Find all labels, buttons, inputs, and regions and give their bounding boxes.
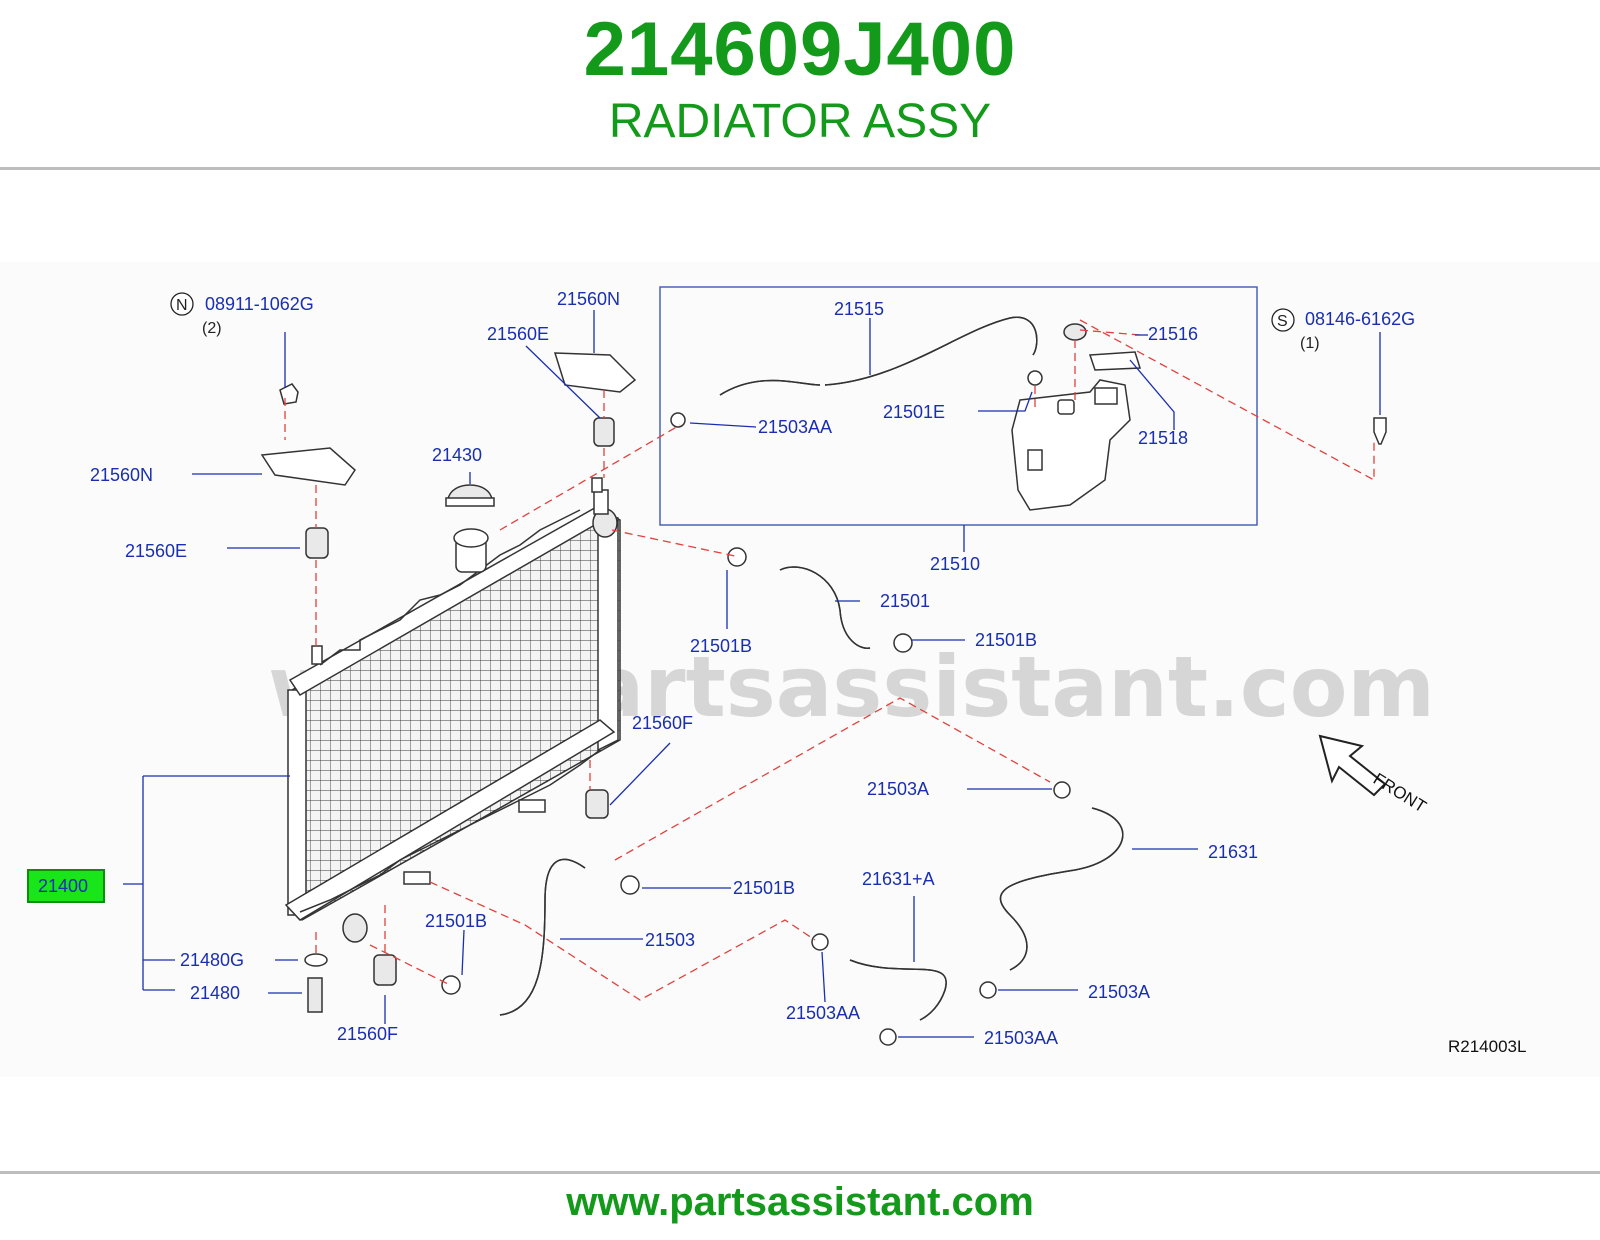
callout-21560E-top[interactable]: 21560E xyxy=(487,324,549,344)
reservoir-tank xyxy=(1011,379,1131,511)
callout-21400-highlighted[interactable]: 21400 xyxy=(38,876,88,896)
callout-21480G[interactable]: 21480G xyxy=(180,950,244,970)
callout-21480[interactable]: 21480 xyxy=(190,983,240,1003)
clamp-21501B-4 xyxy=(441,975,461,995)
callout-21631A[interactable]: 21631+A xyxy=(862,869,935,889)
callout-21516[interactable]: 21516 xyxy=(1148,324,1198,344)
bottom-divider xyxy=(0,1171,1600,1174)
diagram-background xyxy=(0,262,1600,1077)
clamp-21503AA-top xyxy=(670,412,686,428)
callout-21503AA-3[interactable]: 21503AA xyxy=(984,1028,1058,1048)
callout-21503[interactable]: 21503 xyxy=(645,930,695,950)
clamp-21503A-1 xyxy=(1053,781,1071,799)
reservoir-cap xyxy=(1063,323,1087,341)
highlight-21400 xyxy=(27,869,105,903)
callout-21503A-1[interactable]: 21503A xyxy=(867,779,929,799)
callout-21501B-2[interactable]: 21501B xyxy=(975,630,1037,650)
screw-08146 xyxy=(1373,417,1387,445)
nut-circle-marker xyxy=(170,292,194,316)
washer-21480G xyxy=(304,953,328,967)
callout-21501B-3[interactable]: 21501B xyxy=(733,878,795,898)
part-number-title: 214609J400 xyxy=(583,7,1017,92)
overflow-hose-21515 xyxy=(824,316,1038,386)
clamp-21501B-3 xyxy=(620,875,640,895)
header: 214609J400 RADIATOR ASSY xyxy=(0,0,1600,168)
clamp-21503AA-3 xyxy=(879,1028,897,1046)
bushing-21560E-left xyxy=(305,527,329,559)
nut-08911 xyxy=(279,383,299,405)
front-label: FRONT xyxy=(1370,769,1430,816)
bushing-21560F-bottom xyxy=(373,954,397,986)
callout-21631[interactable]: 21631 xyxy=(1208,842,1258,862)
diagram-reference-code: R214003L xyxy=(1448,1037,1526,1056)
hose-21631 xyxy=(999,807,1124,971)
reservoir-group-frame xyxy=(659,286,1258,526)
callout-21501B-1[interactable]: 21501B xyxy=(690,636,752,656)
callout-08146-qty: (1) xyxy=(1300,335,1320,352)
callout-21503AA-2[interactable]: 21503AA xyxy=(786,1003,860,1023)
callout-21560N-top[interactable]: 21560N xyxy=(557,289,620,309)
part-name-subtitle: RADIATOR ASSY xyxy=(608,95,992,148)
reservoir-bracket xyxy=(1088,351,1142,371)
front-direction-arrow: FRONT xyxy=(1318,734,1430,816)
screw-circle-letter: S xyxy=(1277,313,1288,330)
clamp-21501B-2 xyxy=(893,633,913,653)
screw-circle-marker xyxy=(1271,308,1295,332)
callout-21503AA-top[interactable]: 21503AA xyxy=(758,417,832,437)
bracket-21560N-left xyxy=(260,447,356,486)
callout-21501B-4[interactable]: 21501B xyxy=(425,911,487,931)
footer-url[interactable]: www.partsassistant.com xyxy=(566,1180,1034,1224)
top-divider xyxy=(0,167,1600,170)
callout-21430[interactable]: 21430 xyxy=(432,445,482,465)
callout-08911-1062G[interactable]: 08911-1062G xyxy=(205,294,314,314)
callout-21503A-2[interactable]: 21503A xyxy=(1088,982,1150,1002)
bushing-21560F-mid xyxy=(585,789,609,819)
callout-08146-6162G[interactable]: 08146-6162G xyxy=(1305,309,1415,329)
radiator-assembly xyxy=(284,477,621,943)
callout-21560E-left[interactable]: 21560E xyxy=(125,541,187,561)
callout-21510[interactable]: 21510 xyxy=(930,554,980,574)
callout-21518[interactable]: 21518 xyxy=(1138,428,1188,448)
clamp-21501E xyxy=(1027,370,1043,386)
bolt-21480 xyxy=(307,977,323,1013)
clamp-21501B-1 xyxy=(727,547,747,567)
bushing-21560E-top xyxy=(593,417,615,447)
callout-21501[interactable]: 21501 xyxy=(880,591,930,611)
callout-21560F-mid[interactable]: 21560F xyxy=(632,713,693,733)
clamp-21503AA-2 xyxy=(811,933,829,951)
callout-08911-qty: (2) xyxy=(202,320,222,337)
bracket-21560N-top xyxy=(553,352,637,393)
callout-21515[interactable]: 21515 xyxy=(834,299,884,319)
callout-21560F-bottom[interactable]: 21560F xyxy=(337,1024,398,1044)
clamp-21503A-2 xyxy=(979,981,997,999)
lower-radiator-hose-21503 xyxy=(499,858,586,1016)
callout-21560N-left[interactable]: 21560N xyxy=(90,465,153,485)
nut-circle-letter: N xyxy=(176,297,188,314)
callout-21501E[interactable]: 21501E xyxy=(883,402,945,422)
